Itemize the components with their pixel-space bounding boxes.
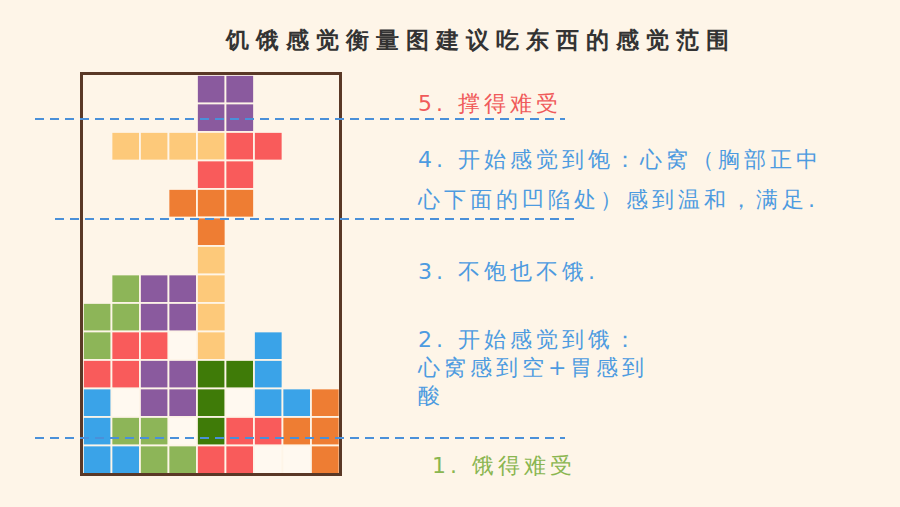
tetris-block [112, 275, 141, 304]
tetris-block [226, 389, 255, 418]
tetris-block [226, 189, 255, 218]
tetris-block [311, 446, 340, 475]
tetris-block [169, 332, 198, 361]
tetris-block [283, 417, 312, 446]
level-label: 1. 饿得难受 [432, 452, 732, 480]
tetris-block [140, 275, 169, 304]
tetris-block [112, 303, 141, 332]
tetris-block [283, 389, 312, 418]
level-label: 2. 开始感觉到饿： 心窝感到空+胃感到 酸 [418, 326, 673, 410]
tetris-block [226, 360, 255, 389]
diagram-title: 饥饿感觉衡量图建议吃东西的感觉范围 [226, 24, 826, 56]
tetris-block [169, 132, 198, 161]
tetris-block [197, 360, 226, 389]
tetris-block [83, 303, 112, 332]
level-divider [55, 218, 580, 220]
tetris-block [226, 446, 255, 475]
tetris-block [197, 104, 226, 133]
tetris-block [226, 417, 255, 446]
tetris-block [226, 104, 255, 133]
tetris-block [226, 75, 255, 104]
tetris-block [169, 303, 198, 332]
level-label: 5. 撑得难受 [418, 90, 718, 118]
level-divider [35, 437, 565, 439]
tetris-block [197, 161, 226, 190]
tetris-block [311, 389, 340, 418]
tetris-block [283, 446, 312, 475]
tetris-block [112, 360, 141, 389]
tetris-block [169, 189, 198, 218]
tetris-block [197, 417, 226, 446]
tetris-block [197, 332, 226, 361]
tetris-block [254, 132, 283, 161]
tetris-block [197, 446, 226, 475]
tetris-block [197, 303, 226, 332]
level-divider [35, 118, 565, 120]
tetris-block [311, 417, 340, 446]
tetris-block [197, 218, 226, 247]
tetris-block [83, 389, 112, 418]
tetris-block [254, 446, 283, 475]
level-label: 4. 开始感觉到饱：心窝（胸部正中 心下面的凹陷处）感到温和，满足. [418, 140, 858, 220]
tetris-block [140, 132, 169, 161]
tetris-block [140, 360, 169, 389]
tetris-block [83, 417, 112, 446]
tetris-block [197, 275, 226, 304]
tetris-block [169, 360, 198, 389]
tetris-block [83, 332, 112, 361]
tetris-block [169, 275, 198, 304]
tetris-block [254, 417, 283, 446]
tetris-block [140, 332, 169, 361]
tetris-block [140, 446, 169, 475]
tetris-block [197, 189, 226, 218]
tetris-block [140, 389, 169, 418]
tetris-block [112, 446, 141, 475]
tetris-block [226, 161, 255, 190]
tetris-block [197, 246, 226, 275]
tetris-block [254, 332, 283, 361]
tetris-block [197, 132, 226, 161]
tetris-block [226, 132, 255, 161]
tetris-block [112, 332, 141, 361]
tetris-block [197, 75, 226, 104]
tetris-block [254, 360, 283, 389]
tetris-block [169, 417, 198, 446]
block-stack [83, 75, 340, 474]
tetris-block [169, 389, 198, 418]
stack-frame [82, 74, 341, 475]
tetris-block [140, 417, 169, 446]
tetris-block [83, 446, 112, 475]
tetris-block [112, 417, 141, 446]
level-label: 3. 不饱也不饿. [418, 258, 718, 286]
tetris-block [254, 389, 283, 418]
tetris-block [83, 360, 112, 389]
tetris-block [140, 303, 169, 332]
tetris-block [169, 446, 198, 475]
tetris-block [112, 389, 141, 418]
tetris-block [197, 389, 226, 418]
tetris-block [112, 132, 141, 161]
